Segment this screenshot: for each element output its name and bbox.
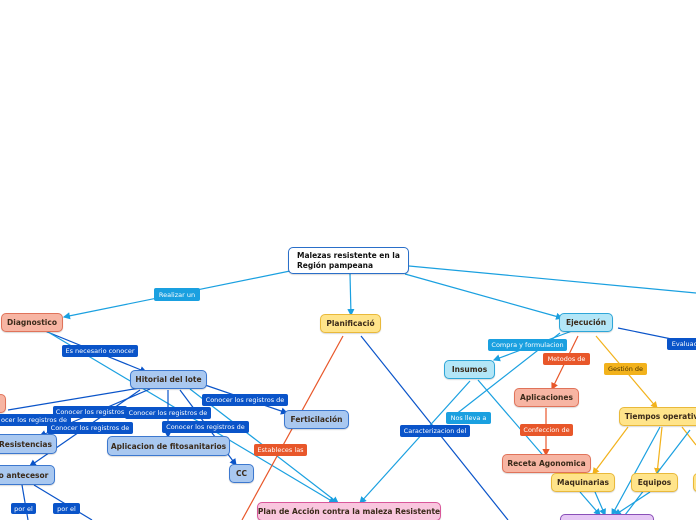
edge-root-right <box>408 265 696 294</box>
node-equipos[interactable]: Equipos <box>631 473 678 492</box>
label-conocer-2: Conocer los registros <box>53 406 127 418</box>
edge-antecesor-down1 <box>21 484 29 520</box>
node-cc[interactable]: CC <box>229 464 254 483</box>
node-antecesor[interactable]: o antecesor <box>0 465 55 485</box>
node-aplicacion-fito[interactable]: Aplicacion de fitosanitarios <box>107 436 230 456</box>
node-bottom-lilac[interactable] <box>560 514 654 520</box>
edge-root-ejecucion <box>404 273 564 320</box>
label-estableces: Estableces las <box>254 444 307 456</box>
label-metodos: Metodos de <box>543 353 590 365</box>
label-compra: Compra y formulacion <box>488 339 567 351</box>
node-left-edge[interactable] <box>0 394 6 413</box>
edge-tiempos-bottom <box>611 426 661 517</box>
edge-antecesor-down2 <box>33 484 93 520</box>
node-tiempos[interactable]: Tiempos operativ <box>619 407 696 426</box>
label-por-el-1: por el <box>11 503 36 514</box>
node-aplicaciones[interactable]: Aplicaciones <box>514 388 579 407</box>
node-plan-accion[interactable]: Plan de Acción contra la maleza Resisten… <box>257 502 441 520</box>
node-planificacion[interactable]: Planificació <box>320 314 381 333</box>
node-fertilizacion[interactable]: Ferticilación <box>284 410 349 429</box>
edge-eq-bottom <box>613 491 651 516</box>
node-diagnostico[interactable]: Diagnostico <box>1 313 63 332</box>
label-conocer-3: Conocer los registros de <box>125 407 211 419</box>
root-node[interactable]: Malezas resistente en la Región pampeana <box>288 247 409 274</box>
label-por-el-2: por el <box>53 503 80 514</box>
edge-tiempos-right <box>681 426 696 446</box>
edge-root-planificacion <box>347 273 355 317</box>
label-caracterizacion: Caracterizacion del <box>400 425 470 437</box>
node-maquinarias[interactable]: Maquinarias <box>551 473 615 492</box>
node-ejecucion[interactable]: Ejecución <box>559 313 613 332</box>
edge-insumos-plan <box>359 380 471 504</box>
node-resistencias[interactable]: Resistencias <box>0 434 57 454</box>
edge-tiempos-equipos <box>654 426 663 476</box>
label-evaluac: Evaluac <box>667 338 696 350</box>
node-insumos[interactable]: Insumos <box>444 360 495 379</box>
label-es-necesario: Es necesario conocer <box>62 345 138 357</box>
root-node-text: Malezas resistente en la Región pampeana <box>297 250 400 270</box>
edge-tiempos-maq <box>592 426 629 475</box>
label-confeccion: Confeccion de <box>520 424 573 436</box>
label-realizar-un: Realizar un <box>154 288 200 301</box>
label-conocer-1: Conocer los registros de <box>202 394 288 406</box>
edge-tiempos-bottom2 <box>624 429 691 516</box>
edge-maq-bottom2 <box>594 491 606 517</box>
edge-historial-left <box>7 387 141 411</box>
label-conocer-5: Conocer los registros de <box>162 421 249 433</box>
label-nos-lleva: Nos lleva a <box>446 412 491 424</box>
label-conocer-4: Conocer los registros de <box>47 422 133 434</box>
node-historial[interactable]: Hitorial del lote <box>130 370 207 389</box>
label-gestion: Gestión de <box>604 363 647 375</box>
node-receta[interactable]: Receta Agonomica <box>502 454 591 473</box>
edge-maq-bottom <box>579 491 601 516</box>
